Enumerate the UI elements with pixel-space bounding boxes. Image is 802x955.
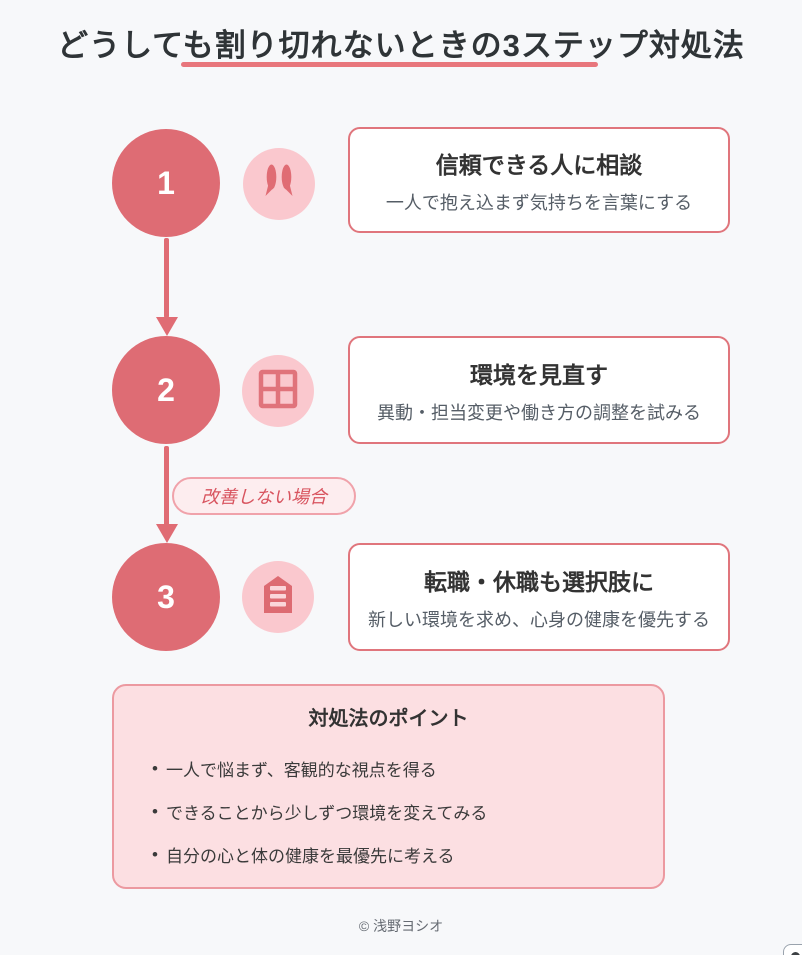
step-3-number-badge: 3 (112, 543, 220, 651)
list-item: • 自分の心と体の健康を最優先に考える (152, 833, 663, 876)
arrow-1-line (164, 238, 169, 318)
step-3-title: 転職・休職も選択肢に (424, 568, 654, 595)
step-2-number: 2 (157, 371, 175, 408)
step-3-box: 転職・休職も選択肢に 新しい環境を求め、心身の健康を優先する (348, 543, 730, 651)
document-list-icon (242, 559, 314, 636)
point-text: 一人で悩まず、客観的な視点を得る (165, 761, 437, 780)
bullet-icon: • (152, 844, 158, 864)
list-item: • 一人で悩まず、客観的な視点を得る (152, 747, 663, 790)
two-people-talk-icon (243, 146, 315, 223)
condition-label-text: 改善しない場合 (201, 487, 327, 507)
footer-credit: © 浅野ヨシオ (358, 918, 444, 934)
points-title: 対処法のポイント (308, 708, 469, 730)
points-box: 対処法のポイント • 一人で悩まず、客観的な視点を得る • できることから少しず… (112, 684, 665, 889)
step-2-title: 環境を見直す (470, 361, 608, 388)
step-3-number: 3 (157, 578, 175, 615)
condition-label: 改善しない場合 (172, 477, 356, 515)
step-1-number: 1 (157, 164, 175, 201)
bullet-icon: • (152, 801, 158, 821)
step-2-number-badge: 2 (112, 336, 220, 444)
corner-floating-button[interactable] (783, 944, 802, 955)
step-1-box: 信頼できる人に相談 一人で抱え込まず気持ちを言葉にする (348, 127, 730, 233)
list-item: • できることから少しずつ環境を変えてみる (152, 790, 663, 833)
grid-window-icon (242, 353, 314, 430)
title-underline (181, 62, 598, 67)
arrow-1-head-icon (156, 317, 178, 336)
step-2-description: 異動・担当変更や働き方の調整を試みる (377, 402, 701, 423)
page-title: どうしても割り切れないときの3ステップ対処法 (57, 28, 745, 63)
point-text: できることから少しずつ環境を変えてみる (165, 804, 488, 823)
step-1-icon-circle (243, 148, 315, 220)
bullet-icon: • (152, 758, 158, 778)
step-2-icon-circle (242, 355, 314, 427)
step-1-description: 一人で抱え込まず気持ちを言葉にする (385, 192, 693, 213)
step-1-title: 信頼できる人に相談 (435, 151, 643, 178)
corner-button-dot-icon (791, 952, 800, 955)
points-list: • 一人で悩まず、客観的な視点を得る • できることから少しずつ環境を変えてみる… (152, 747, 663, 876)
step-3-description: 新しい環境を求め、心身の健康を優先する (368, 609, 710, 630)
arrow-2-line (164, 446, 169, 526)
step-2-box: 環境を見直す 異動・担当変更や働き方の調整を試みる (348, 336, 730, 444)
step-1-number-badge: 1 (112, 129, 220, 237)
arrow-2-head-icon (156, 524, 178, 543)
step-3-icon-circle (242, 561, 314, 633)
point-text: 自分の心と体の健康を最優先に考える (165, 847, 455, 866)
